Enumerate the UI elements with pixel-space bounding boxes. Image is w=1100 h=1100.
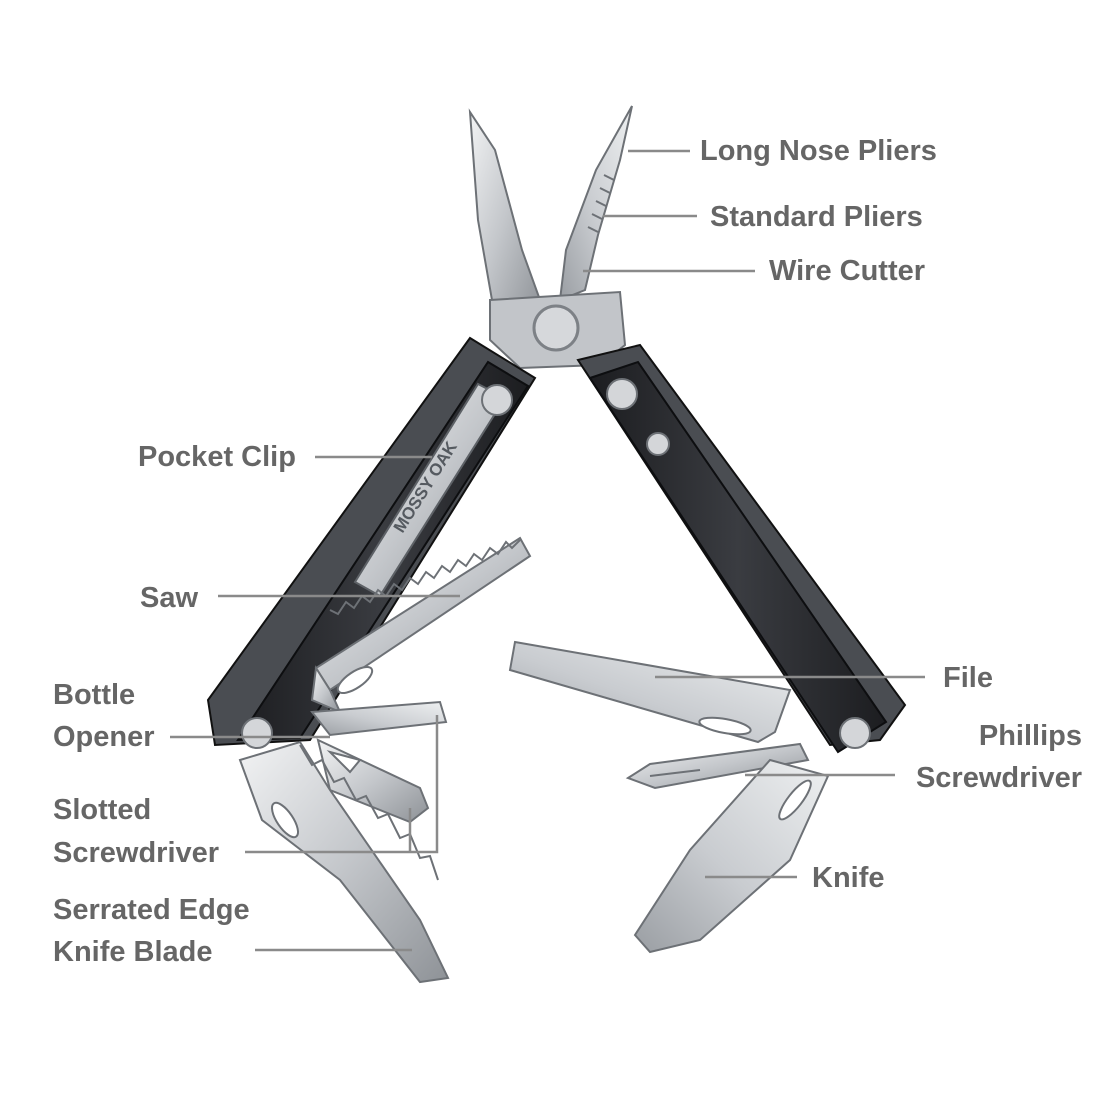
right-handle — [576, 343, 907, 754]
plier-serrations — [587, 174, 615, 233]
pivot-screw — [532, 304, 580, 352]
bottle-opener-tool — [310, 700, 448, 824]
label-serrated-line1: Serrated Edge — [53, 894, 250, 926]
right-handle-mid-screw — [646, 432, 670, 456]
left-handle: MOSSY OAK — [206, 336, 537, 749]
label-bottle-opener-line1: Bottle — [53, 679, 136, 711]
serrated-knife-blade — [238, 740, 450, 984]
label-slotted-screwdriver-line1: Slotted — [53, 794, 152, 826]
right-handle-bottom-screw — [839, 717, 871, 749]
label-slotted-screwdriver-line2: Screwdriver — [53, 837, 220, 869]
right-handle-top-screw — [606, 378, 638, 410]
label-long-nose-pliers: Long Nose Pliers — [700, 135, 937, 167]
long-nose-jaw-left — [468, 108, 542, 320]
right-handle-scale — [588, 360, 888, 754]
left-handle-top-screw — [481, 384, 513, 416]
pliers-jaws — [468, 105, 633, 370]
label-phillips-line2: Screwdriver — [915, 762, 1082, 794]
label-serrated-line2: Knife Blade — [53, 936, 213, 968]
label-standard-pliers: Standard Pliers — [710, 201, 923, 233]
label-saw: Saw — [140, 582, 199, 614]
knife-blade — [633, 758, 830, 954]
label-bottle-opener-line2: Opener — [53, 721, 155, 753]
label-phillips-line1: Phillips — [978, 720, 1082, 752]
leader-slotted-screwdriver — [245, 715, 439, 854]
label-pocket-clip: Pocket Clip — [138, 441, 296, 473]
file-tool — [508, 640, 792, 744]
label-wire-cutter: Wire Cutter — [769, 255, 926, 287]
label-knife: Knife — [812, 862, 885, 894]
saw-blade — [310, 536, 532, 714]
phillips-screwdriver-tool — [625, 742, 810, 790]
leader-lines — [170, 149, 925, 952]
left-handle-bottom-screw — [241, 717, 273, 749]
label-file: File — [943, 662, 993, 694]
